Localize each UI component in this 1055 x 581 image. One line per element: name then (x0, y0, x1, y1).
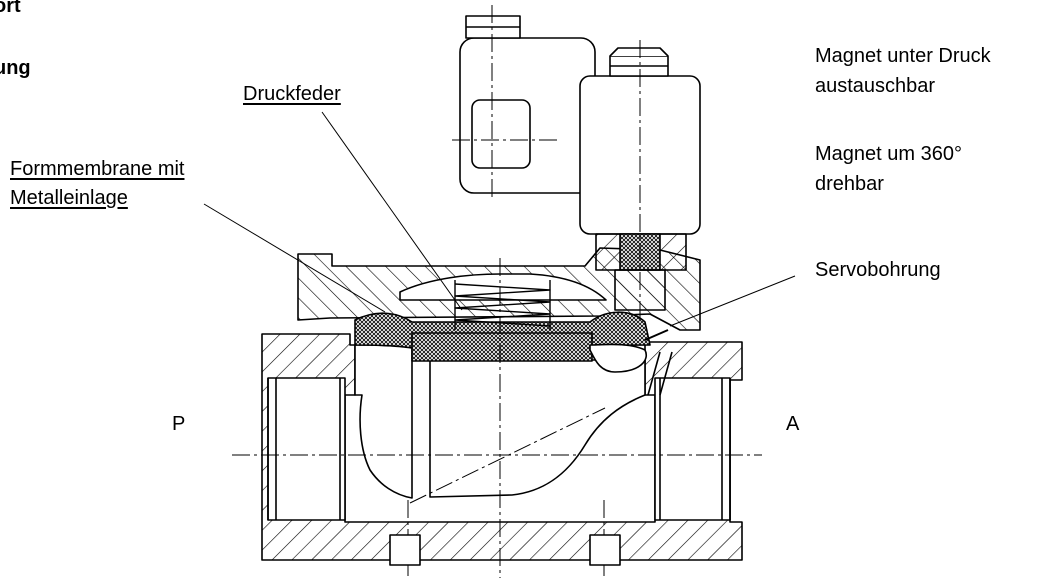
label-magnet-pressure-line2: austauschbar (815, 75, 936, 97)
diaphragm (354, 311, 651, 373)
label-druckfeder: Druckfeder (243, 83, 341, 105)
label-formmembrane-line1: Formmembrane mit (10, 158, 185, 180)
label-servobohrung: Servobohrung (815, 259, 941, 281)
leader-lines (203, 111, 796, 327)
bottom-bolts (389, 534, 621, 566)
label-magnet-rotate-line2: drehbar (815, 173, 884, 195)
label-magnet-pressure-line1: Magnet unter Druck (815, 45, 991, 67)
clipped-heading-top: ort (0, 0, 21, 17)
valve-body (261, 247, 743, 561)
servo-channel (644, 329, 673, 396)
solenoid-coil (459, 15, 701, 311)
port-label-a: A (786, 413, 800, 435)
port-label-p: P (172, 413, 186, 435)
label-formmembrane-line2: Metalleinlage (10, 187, 128, 209)
clipped-heading-second: ung (0, 57, 31, 79)
label-magnet-rotate-line1: Magnet um 360° (815, 143, 962, 165)
compression-spring (454, 280, 551, 330)
